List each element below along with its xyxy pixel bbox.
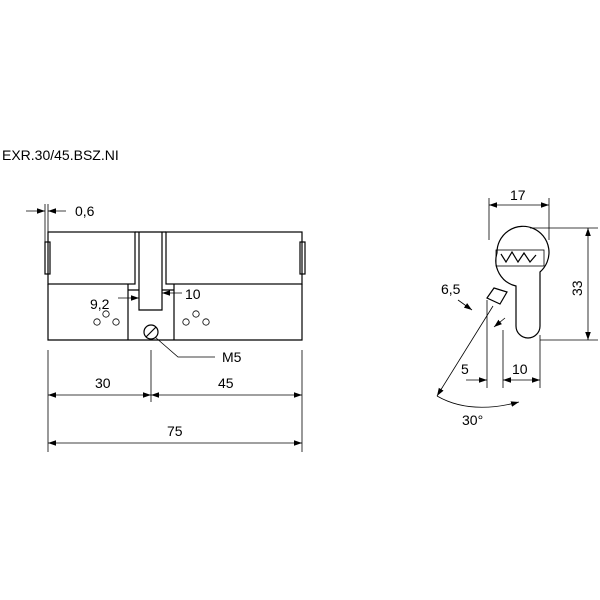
right-end-cap: [299, 241, 306, 275]
dim-flange-offset: 0,6: [26, 203, 95, 242]
label-height: 33: [569, 280, 585, 296]
dim-cam-angle: 30°: [436, 305, 520, 428]
side-view: 0,6 10 9,2 M5 30 45: [26, 203, 306, 452]
screw-head: [143, 324, 159, 340]
dim-bottom: 5 10: [461, 300, 541, 388]
keyway-pins: [500, 250, 537, 264]
label-flange-offset: 0,6: [75, 203, 95, 219]
cam-lug: [138, 290, 163, 311]
dim-screw: M5: [154, 336, 242, 365]
end-view: 17 33 6,5 5 10: [436, 187, 598, 428]
dim-cam-gap: 9,2: [90, 295, 139, 312]
right-half-body: [165, 231, 303, 285]
label-cam-gap: 9,2: [90, 296, 110, 312]
left-half-body: [47, 231, 136, 285]
screw-slot: [145, 326, 157, 338]
dim-height: 33: [530, 227, 598, 341]
profile-outline: [495, 225, 550, 339]
pin-hole: [93, 318, 101, 326]
dim-total-length: 75: [48, 423, 302, 446]
keyway: [495, 249, 545, 267]
label-screw: M5: [222, 349, 242, 365]
pin-hole: [182, 318, 190, 326]
dim-width: 17: [488, 187, 550, 240]
product-code: EXR.30/45.BSZ.NI: [2, 147, 119, 163]
pin-hole: [192, 310, 200, 318]
label-cam-offset: 6,5: [441, 281, 461, 297]
pin-hole: [112, 318, 120, 326]
lower-profile: [47, 284, 303, 341]
label-cam-width: 10: [185, 286, 201, 302]
dim-cam-width: 10: [162, 286, 201, 302]
label-profile-width: 10: [512, 361, 528, 377]
label-left-length: 30: [95, 375, 111, 391]
pin-hole: [202, 318, 210, 326]
pin-hole: [102, 310, 110, 318]
label-width: 17: [510, 187, 526, 203]
cylinder-body: [44, 231, 306, 341]
left-end-cap: [44, 241, 51, 275]
dim-cam-offset: 6,5: [441, 281, 506, 328]
label-cam-angle: 30°: [462, 412, 483, 428]
dim-half-lengths: 30 45: [47, 350, 303, 452]
label-body-width: 5: [461, 361, 469, 377]
label-total-length: 75: [167, 423, 183, 439]
label-right-length: 45: [218, 375, 234, 391]
cam-lever: [486, 287, 508, 305]
